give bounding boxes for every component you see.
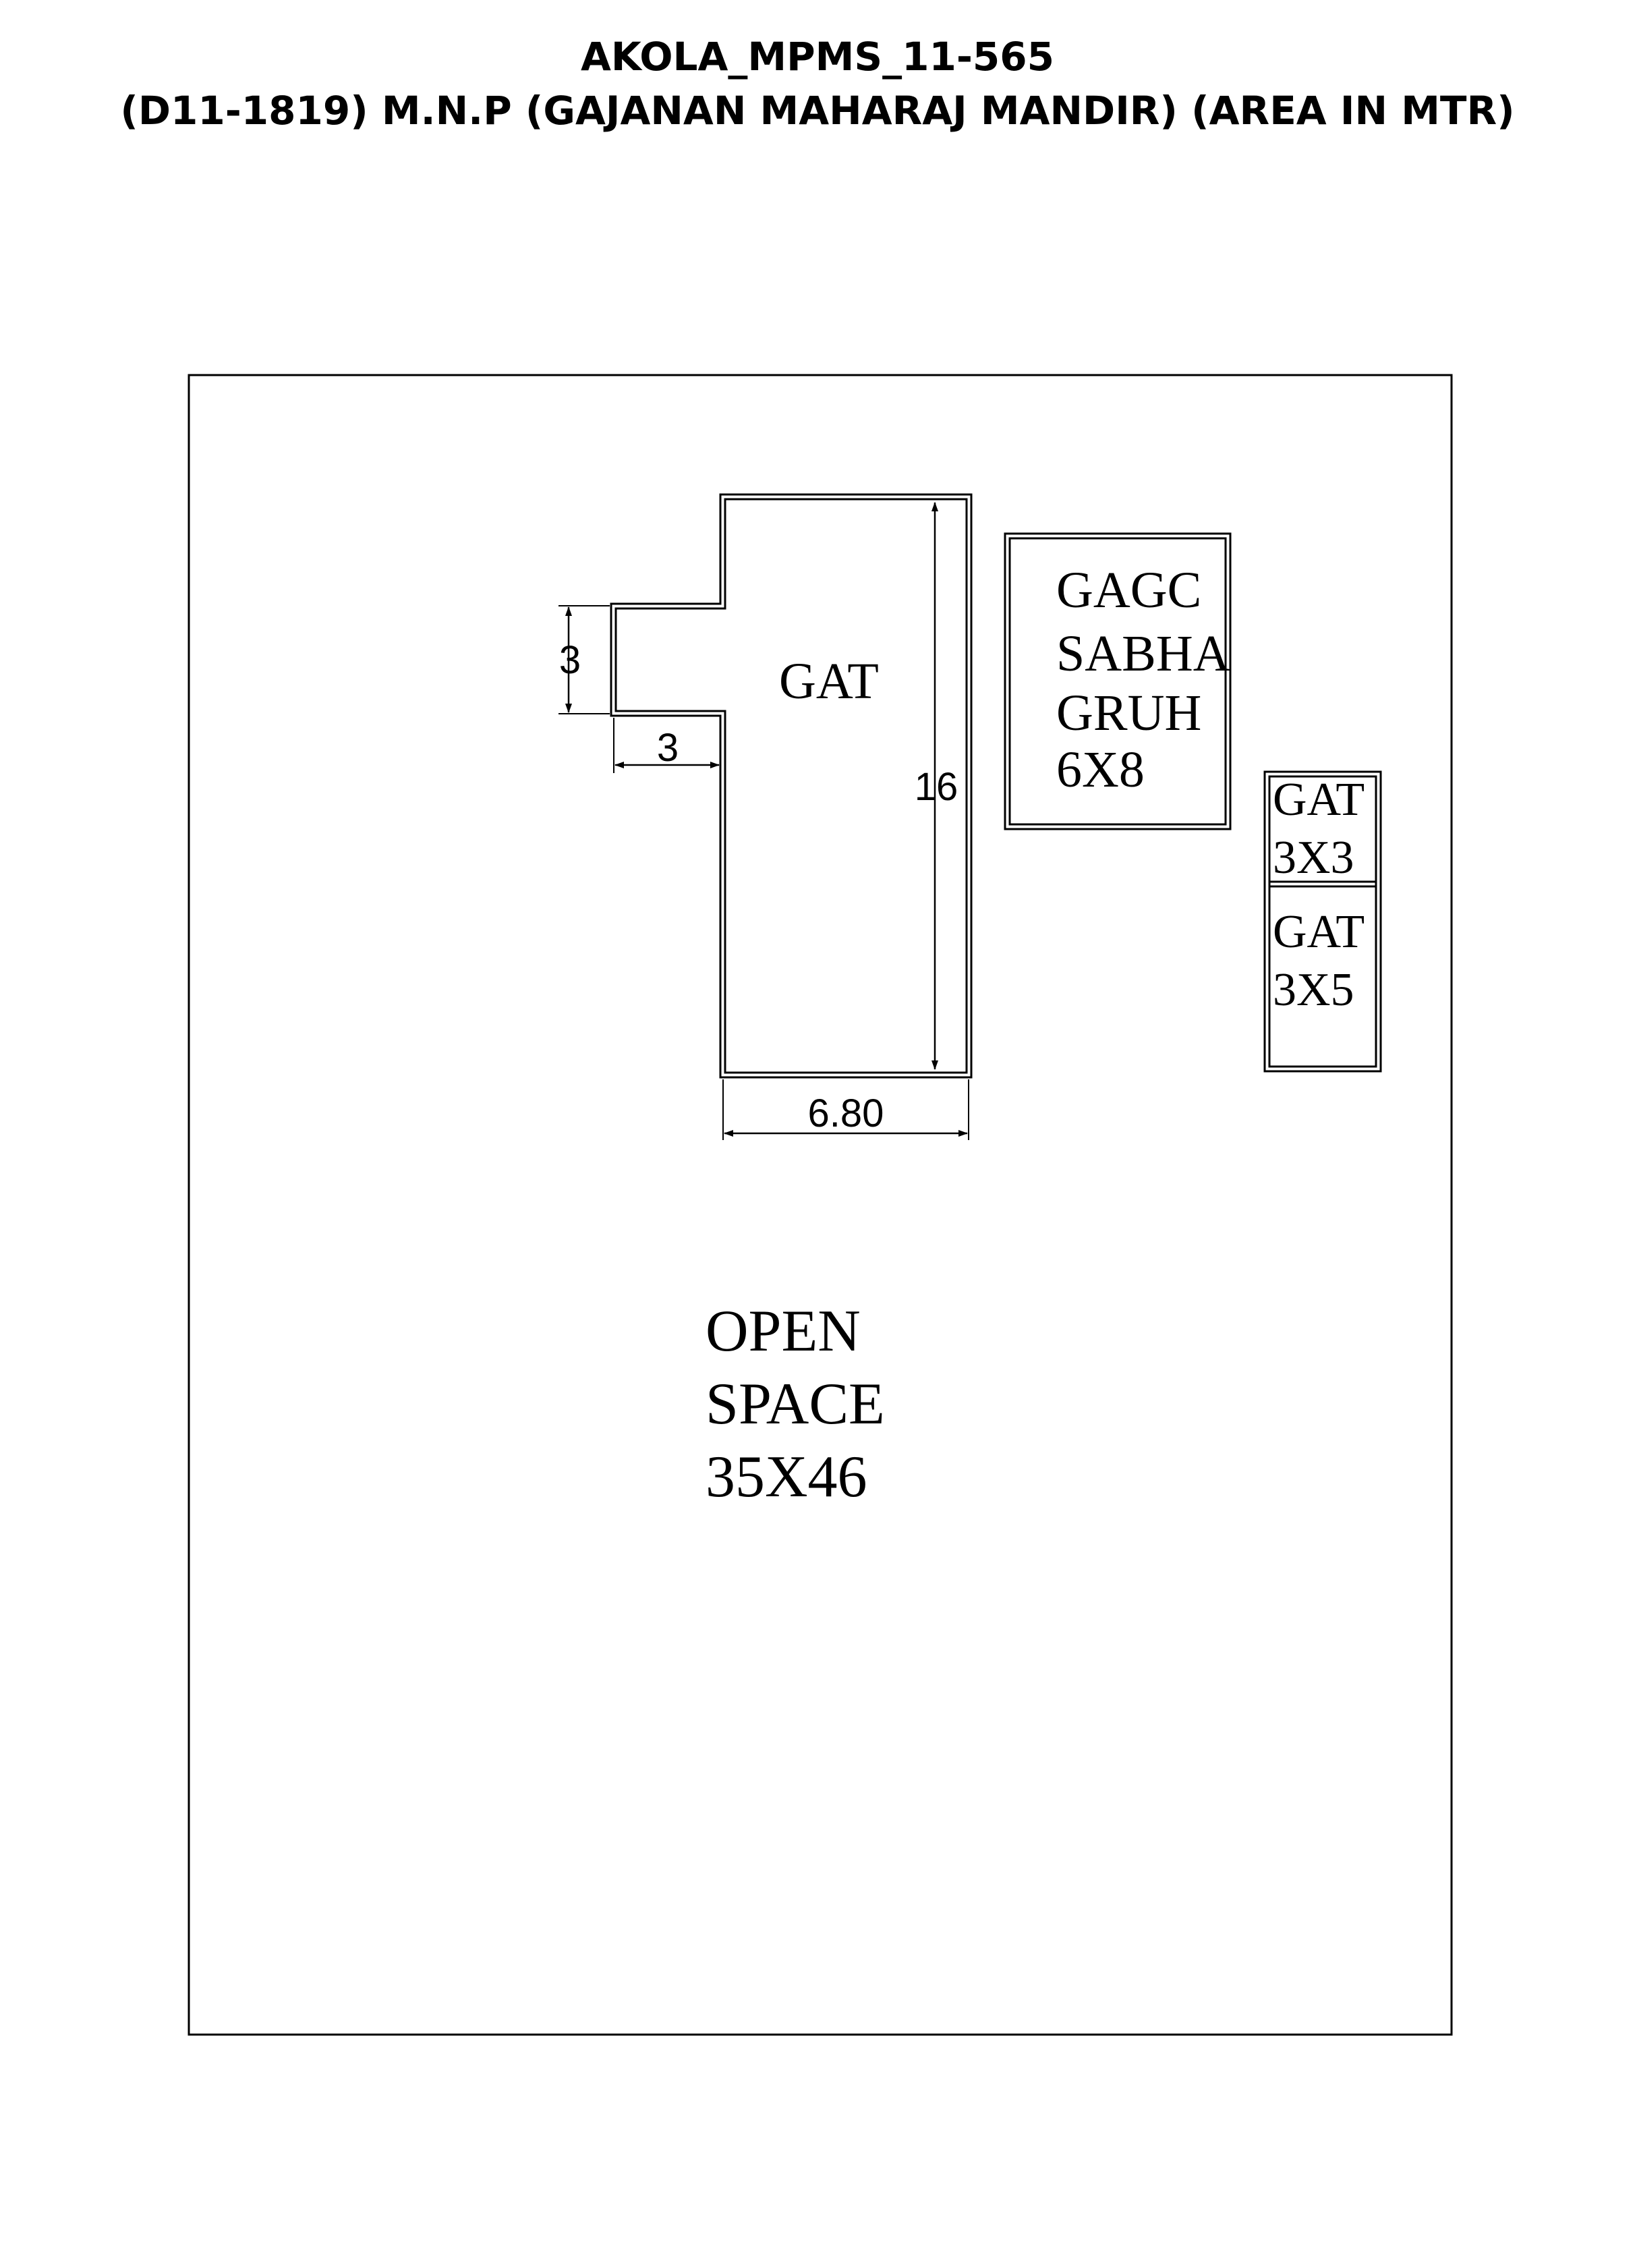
small-gat-group-outline-inner [1268,775,1377,1068]
sabha-gruh-outline-inner [1008,537,1227,826]
small-gat-1-label-line-2: 3X3 [1273,832,1354,884]
small-gat-2-label-line-2: 3X5 [1273,964,1354,1016]
sabha-gruh-outline-outer [1004,532,1232,830]
dim-label-height: 16 [915,765,958,809]
open-space-label-line-3: 35X46 [706,1444,867,1510]
drawing-title-line-1: AKOLA_MPMS_11-565 [581,34,1054,80]
dim-label-notch-width: 3 [657,726,679,770]
main-gat-outline-inner [614,498,968,1074]
open-space-label-line-2: SPACE [706,1371,885,1437]
plot-boundary [188,374,1453,2036]
sabha-gruh-label-line-4: 6X8 [1056,741,1145,798]
small-gat-2-label-line-1: GAT [1273,906,1365,958]
dim-label-notch-height: 3 [559,638,581,682]
sabha-gruh-label-line-3: GRUH [1056,685,1201,741]
main-gat-label: GAT [779,653,879,710]
dim-label-width: 6.80 [808,1092,884,1135]
sabha-gruh-label-line-2: SABHA [1056,625,1230,682]
open-space-label-line-1: OPEN [706,1299,861,1364]
sabha-gruh-label-line-1: GAGC [1056,562,1201,619]
small-gat-1-label-line-1: GAT [1273,774,1365,826]
main-gat-outline-outer [610,493,973,1079]
small-gat-group-outline-outer [1263,770,1382,1073]
drawing-title-line-2: (D11-1819) M.N.P (GAJANAN MAHARAJ MANDIR… [120,88,1515,134]
